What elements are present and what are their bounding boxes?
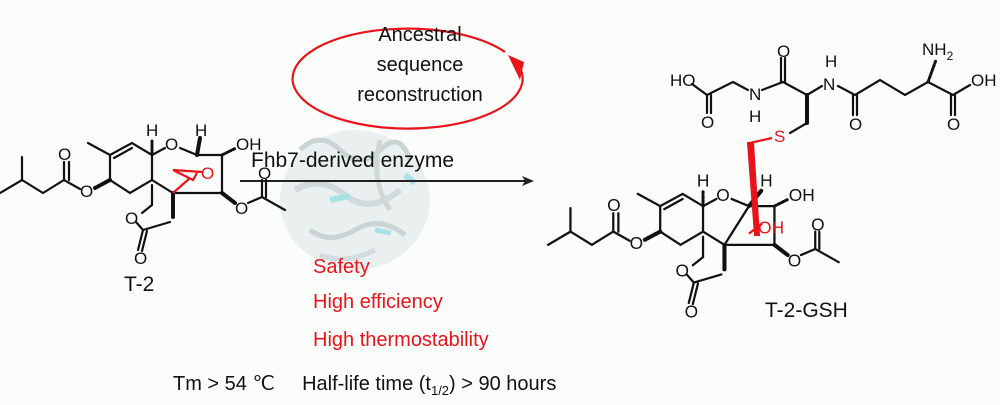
atom-o: O — [701, 113, 714, 132]
property-thermostability: High thermostability — [313, 329, 489, 351]
atom-o: O — [849, 115, 862, 134]
atom-o: O — [125, 209, 138, 228]
new-hydroxyl: OH — [758, 218, 784, 238]
atom-o: O — [716, 185, 729, 205]
atom-h: H — [195, 121, 207, 140]
atom-o: O — [788, 250, 801, 270]
atom-oh: OH — [236, 135, 262, 154]
property-safety: Safety — [313, 256, 370, 278]
property-efficiency: High efficiency — [313, 291, 443, 313]
atom-h: H — [760, 171, 773, 191]
atom-nh2: NH2 — [922, 40, 954, 63]
ancestral-cycle-arrow — [291, 27, 524, 130]
epoxide-oxygen: O — [201, 164, 214, 183]
atom-o: O — [165, 135, 178, 154]
enzyme-label: Fhb7-derived enzyme — [251, 149, 455, 172]
atom-o: O — [235, 199, 248, 218]
t2-gsh-label: T-2-GSH — [765, 299, 848, 322]
atom-o: O — [777, 42, 790, 61]
atom-o: O — [811, 215, 824, 235]
protein-structure-image — [280, 130, 430, 270]
atom-h: H — [146, 121, 158, 140]
atom-o: O — [607, 195, 620, 215]
atom-ho: HO — [670, 71, 696, 90]
atom-h: H — [749, 107, 761, 126]
atom-o: O — [947, 115, 960, 134]
footer-stats: Tm > 54 ℃ Half-life time (t1/2) > 90 hou… — [173, 374, 556, 397]
cycle-label-line: Ancestral — [378, 24, 462, 46]
atom-o: O — [134, 249, 147, 268]
cycle-label-line: sequence — [376, 54, 464, 76]
half-life-value: Half-life time (t1/2) > 90 hours — [302, 373, 557, 398]
cycle-label-line: reconstruction — [357, 84, 483, 106]
atom-n: N — [749, 85, 761, 104]
atom-h: H — [825, 52, 837, 71]
atom-o: O — [676, 260, 689, 280]
tm-value: Tm > 54 ℃ — [173, 373, 275, 395]
sulfur-atom: S — [774, 127, 785, 146]
atom-oh: OH — [789, 185, 815, 205]
atom-o: O — [685, 301, 698, 321]
atom-n: N — [823, 75, 835, 94]
atom-o: O — [58, 145, 71, 164]
atom-h: H — [697, 171, 710, 191]
cycle-label: Ancestral sequence reconstruction — [330, 20, 510, 110]
t2-label: T-2 — [124, 273, 155, 296]
atom-o: O — [630, 233, 643, 253]
atom-o: O — [258, 164, 271, 183]
t2-gsh-structure: O O H O H OH OH O O O O HO O N H O S N H… — [546, 40, 997, 321]
atom-oh: OH — [971, 71, 997, 90]
atom-o: O — [80, 182, 93, 201]
t2-structure: O O H O H OH O O O O O — [0, 121, 287, 268]
